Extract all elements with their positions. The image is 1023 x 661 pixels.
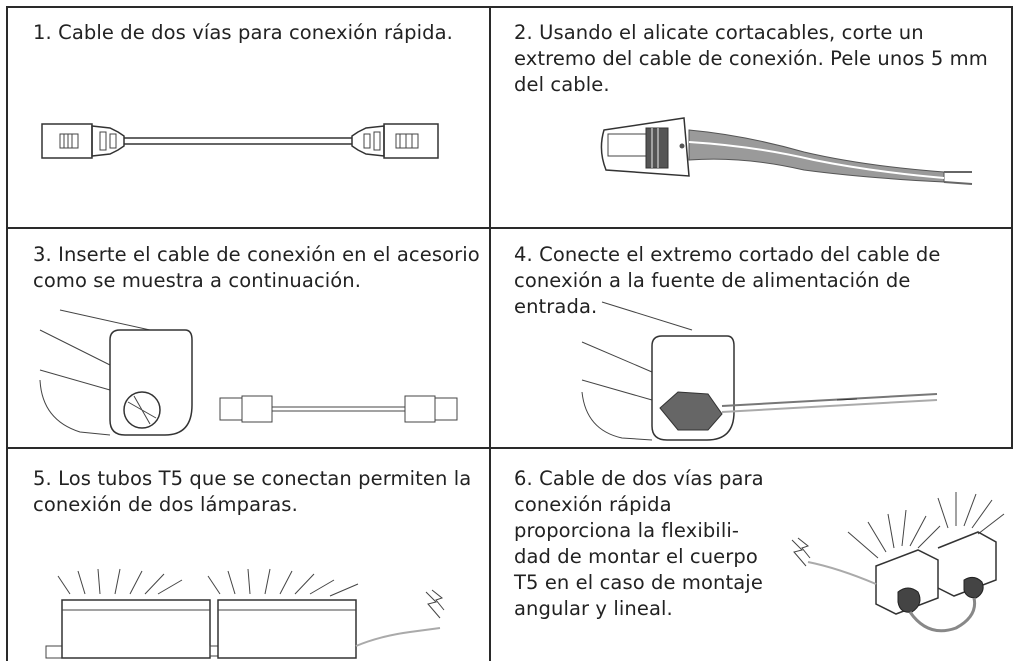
- connect-power-icon: [581, 301, 938, 441]
- step-2-text: 2. Usando el alicate cortacables, corte …: [514, 21, 988, 96]
- grid-line-row1: [6, 227, 1013, 229]
- step-3-text: 3. Inserte el cable de conexión en el ac…: [33, 243, 480, 292]
- grid-line-row2: [6, 447, 1013, 449]
- grid-line-right: [1011, 6, 1013, 228]
- angular-mount-icon: [791, 492, 1005, 633]
- step-4-text: 4. Conecte el extremo cortado del cable …: [514, 243, 941, 318]
- grid-line-right-lower: [1011, 227, 1013, 448]
- step-5-text: 5. Los tubos T5 que se conectan permiten…: [33, 467, 472, 516]
- grid-line-left: [6, 6, 8, 661]
- insert-cable-icon: [39, 309, 458, 436]
- cable-icon: [41, 123, 439, 159]
- linked-tubes-icon: [45, 568, 445, 659]
- step-6-text: 6. Cable de dos vías para conexión rápid…: [514, 467, 764, 620]
- grid-line-top: [6, 6, 1013, 8]
- cut-cable-icon: [600, 117, 973, 185]
- step-1-text: 1. Cable de dos vías para conexión rápid…: [33, 21, 453, 44]
- grid-line-middle: [489, 6, 491, 661]
